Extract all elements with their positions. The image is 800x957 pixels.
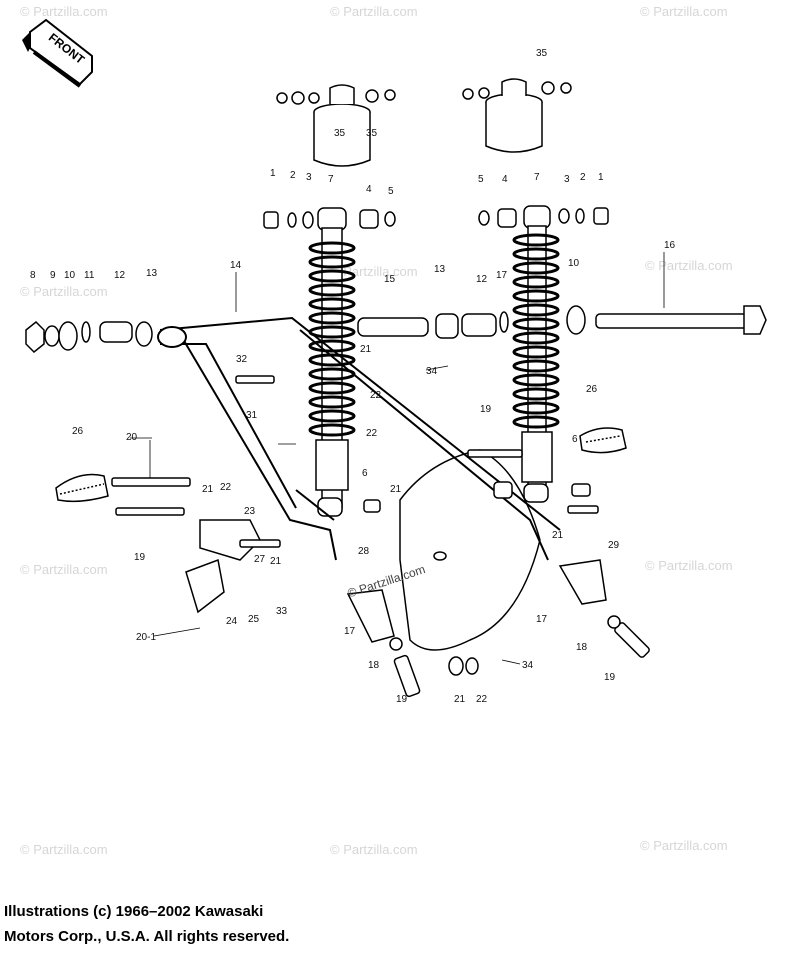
callout-32: 32 xyxy=(236,354,248,365)
callout-22: 21 xyxy=(202,484,214,495)
callout-16: 16 xyxy=(664,240,676,251)
watermark-text: © Partzilla.com xyxy=(330,4,418,19)
callout-29: 28 xyxy=(358,546,370,557)
copyright-line-2: Motors Corp., U.S.A. All rights reserved… xyxy=(4,928,290,945)
callout-5: 5 xyxy=(388,186,394,197)
callout-35: 35 xyxy=(366,128,378,139)
callout-19: 19 xyxy=(604,672,616,683)
callout-23: 22 xyxy=(220,482,232,493)
front-arrow-icon: FRONT xyxy=(22,18,93,88)
center-watermark: © Partzilla.com xyxy=(346,562,427,600)
callout-19: 19 xyxy=(396,694,408,705)
pivot-hardware-left xyxy=(25,320,153,354)
callout-2: 2 xyxy=(580,172,586,183)
callout-22: 21 xyxy=(552,530,564,541)
callout-6: 6 xyxy=(572,434,578,445)
callout-30: 29 xyxy=(608,540,620,551)
callout-25: 24 xyxy=(226,616,238,627)
callout-2: 2 xyxy=(290,170,296,181)
callout-6: 6 xyxy=(362,468,368,479)
callout-22: 21 xyxy=(270,556,282,567)
callout-12: 12 xyxy=(476,274,488,285)
callout-26: 25 xyxy=(248,614,260,625)
shock-absorber-right xyxy=(512,205,560,503)
callout-17: 17 xyxy=(536,614,548,625)
bolts xyxy=(115,375,599,548)
callout-3: 3 xyxy=(306,172,312,183)
callout-17: 17 xyxy=(344,626,356,637)
rear-suspension-exploded-diagram: © Partzilla.com © Partzilla.com © Partzi… xyxy=(20,4,767,857)
callout-7: 7 xyxy=(534,172,540,183)
callout-20: 19 xyxy=(480,404,492,415)
callout-12: 12 xyxy=(114,270,126,281)
callout-1: 1 xyxy=(270,168,276,179)
callout-34: 34 xyxy=(426,366,438,377)
callout-3: 3 xyxy=(564,174,570,185)
shock-absorber-left xyxy=(308,207,356,517)
callout-5: 5 xyxy=(478,174,484,185)
part-callouts: 35 35 35 1 2 3 7 4 5 5 4 7 3 2 1 8 9 10 … xyxy=(30,48,676,705)
callout-23: 22 xyxy=(366,428,378,439)
callout-4: 4 xyxy=(502,174,508,185)
callout-8: 8 xyxy=(30,270,36,281)
callout-31: 31 xyxy=(246,410,258,421)
callout-35: 35 xyxy=(334,128,346,139)
callout-34: 34 xyxy=(522,660,534,671)
callout-23: 22 xyxy=(370,390,382,401)
shock-cover-right xyxy=(462,78,572,153)
callout-22: 21 xyxy=(360,344,372,355)
callout-1: 1 xyxy=(598,172,604,183)
pivot-hardware-right xyxy=(357,305,767,339)
callout-18: 18 xyxy=(368,660,380,671)
footrest-right xyxy=(467,427,627,458)
watermark-text: © Partzilla.com xyxy=(645,558,733,573)
callout-33: 33 xyxy=(276,606,288,617)
callout-18: 18 xyxy=(576,642,588,653)
watermark-text: © Partzilla.com xyxy=(645,258,733,273)
watermark-text: © Partzilla.com xyxy=(20,842,108,857)
copyright-line-1: Illustrations (c) 1966–2002 Kawasaki xyxy=(4,903,264,920)
watermarks: © Partzilla.com © Partzilla.com © Partzi… xyxy=(20,4,733,857)
callout-28: 27 xyxy=(254,554,266,565)
chain-guard-plate xyxy=(399,449,541,651)
callout-13: 13 xyxy=(146,268,158,279)
watermark-text: © Partzilla.com xyxy=(330,842,418,857)
callout-23: 22 xyxy=(476,694,488,705)
footrest-left xyxy=(55,473,191,503)
callout-27: 26 xyxy=(72,426,84,437)
callout-7: 7 xyxy=(328,174,334,185)
callout-20-1: 20 xyxy=(126,432,138,443)
shock-cover-left xyxy=(276,84,396,167)
callout-35: 35 xyxy=(536,48,548,59)
upper-mount-hardware xyxy=(263,207,609,229)
callout-20: 19 xyxy=(134,552,146,563)
callout-21: 20-1 xyxy=(136,632,156,643)
watermark-text: © Partzilla.com xyxy=(20,562,108,577)
watermark-text: © Partzilla.com xyxy=(20,284,108,299)
callout-10: 10 xyxy=(64,270,76,281)
callout-15: 15 xyxy=(384,274,396,285)
callout-17: 17 xyxy=(496,270,508,281)
watermark-text: © Partzilla.com xyxy=(640,838,728,853)
callout-14: 14 xyxy=(230,260,242,271)
callout-4: 4 xyxy=(366,184,372,195)
watermark-text: © Partzilla.com xyxy=(640,4,728,19)
callout-10: 10 xyxy=(568,258,580,269)
watermark-text: © Partzilla.com xyxy=(20,4,108,19)
swing-arm xyxy=(157,316,561,561)
lower-hardware xyxy=(185,481,650,698)
callout-22: 21 xyxy=(390,484,402,495)
leader-lines xyxy=(130,252,665,665)
callout-13: 13 xyxy=(434,264,446,275)
callout-22: 21 xyxy=(454,694,466,705)
callout-24: 23 xyxy=(244,506,256,517)
callout-27: 26 xyxy=(586,384,598,395)
callout-11: 11 xyxy=(84,270,95,281)
callout-9: 9 xyxy=(50,270,56,281)
